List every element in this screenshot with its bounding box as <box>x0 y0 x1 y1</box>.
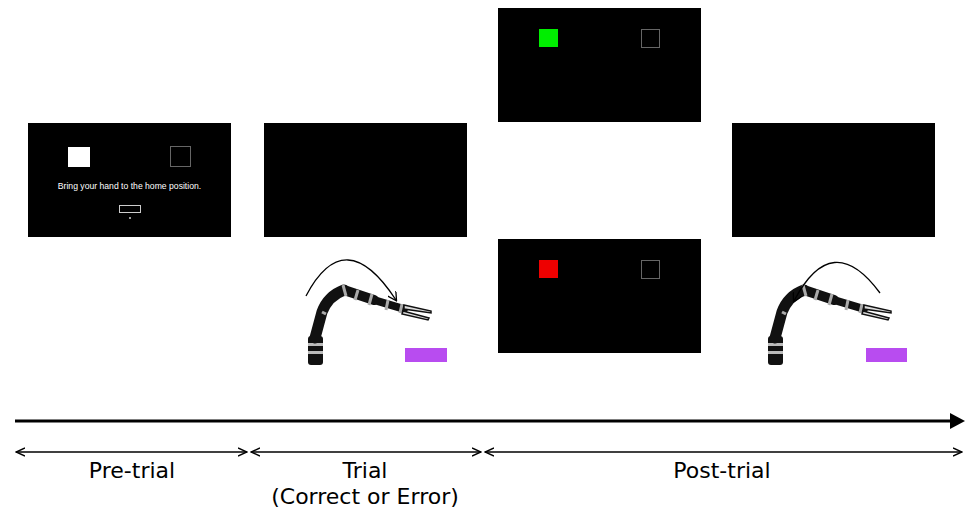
phase-span <box>251 451 481 452</box>
time-axis <box>15 420 954 423</box>
target-square <box>642 261 660 279</box>
screen <box>28 123 231 237</box>
time-axis-head <box>950 413 965 429</box>
screen <box>732 123 935 237</box>
motion-arrow <box>306 260 396 300</box>
home-box <box>120 206 141 213</box>
phase-span <box>16 451 247 452</box>
screen-panel: Bring your hand to the home position. <box>28 123 231 237</box>
phase-label: Post-trial <box>673 458 770 484</box>
screen <box>264 123 467 237</box>
motion-arrow <box>794 262 880 301</box>
phase-span <box>485 451 962 452</box>
error-square <box>539 260 558 278</box>
target-square <box>642 30 660 48</box>
phase-label: Pre-trial <box>89 458 175 484</box>
phase-label: Trial (Correct or Error) <box>271 458 459 510</box>
home-pad <box>866 348 907 362</box>
screen <box>498 8 701 122</box>
target-square <box>68 147 90 167</box>
correct-square <box>539 29 558 47</box>
home-pad <box>405 348 447 362</box>
cursor-dot <box>129 217 131 219</box>
screen <box>498 239 701 353</box>
target-square <box>171 147 191 167</box>
instruction-text: Bring your hand to the home position. <box>28 181 231 191</box>
